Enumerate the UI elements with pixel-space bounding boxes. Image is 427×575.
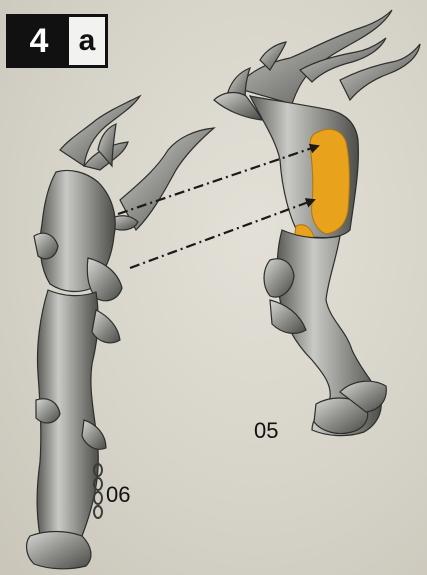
part-05-illustration — [214, 10, 420, 436]
part-label-05: 05 — [254, 418, 278, 444]
part-label-06: 06 — [106, 482, 130, 508]
